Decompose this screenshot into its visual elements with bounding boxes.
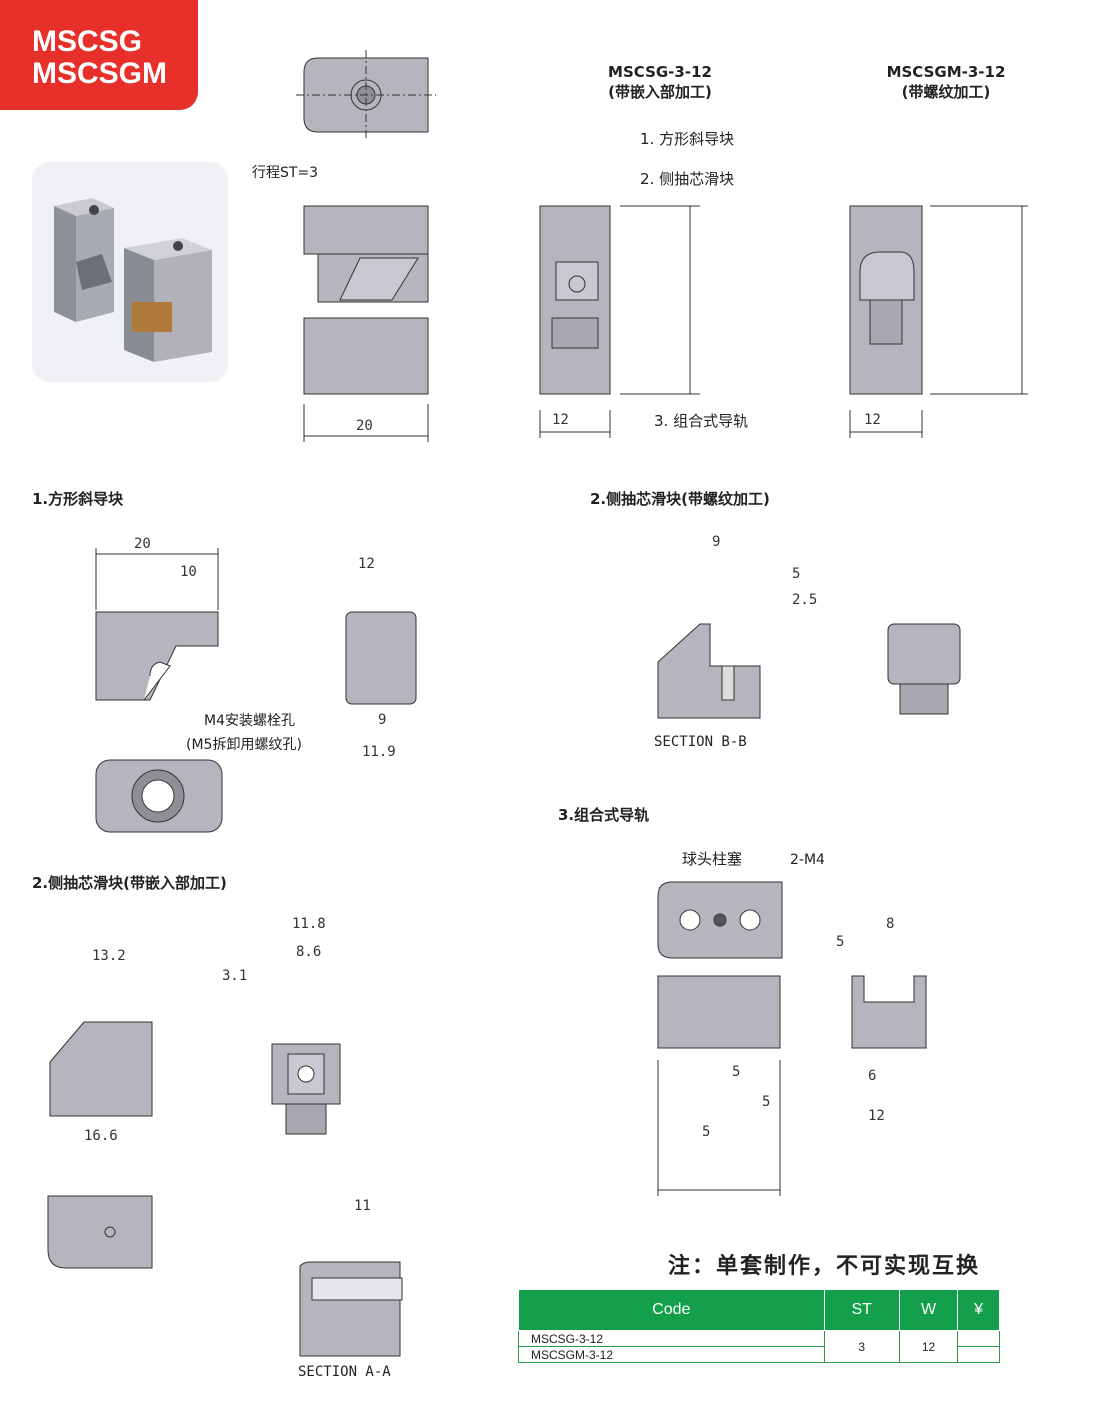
svg-text:12: 12 bbox=[552, 412, 569, 428]
table-cell-st: 3 bbox=[823, 1330, 900, 1363]
svg-text:5: 5 bbox=[792, 566, 800, 582]
m4-hole-label: M4安装螺栓孔 bbox=[204, 713, 295, 729]
svg-text:3.1: 3.1 bbox=[222, 968, 247, 984]
table-cell-code: MSCSGM-3-12 bbox=[518, 1346, 825, 1363]
m4-thread-label: 2-M4 bbox=[790, 852, 825, 868]
table-cell-price bbox=[957, 1346, 1000, 1363]
svg-text:12: 12 bbox=[868, 1108, 885, 1124]
svg-text:5: 5 bbox=[762, 1094, 770, 1110]
table-header-w: W bbox=[898, 1289, 959, 1331]
slider-insert-front bbox=[49, 1021, 153, 1117]
slider-thread-side bbox=[887, 623, 961, 685]
mscsgm-note: (带螺纹加工) bbox=[901, 83, 991, 101]
svg-text:11.8: 11.8 bbox=[292, 916, 326, 932]
table-cell-price bbox=[957, 1330, 1000, 1347]
svg-text:11: 11 bbox=[354, 1198, 371, 1214]
slider-insert-section bbox=[299, 1261, 401, 1357]
stroke-label: 行程ST=3 bbox=[252, 165, 319, 181]
svg-text:12: 12 bbox=[864, 412, 881, 428]
callout-guide-rail: 3. 组合式导轨 bbox=[654, 412, 749, 430]
badge-line-1: MSCSG bbox=[32, 25, 143, 58]
section-title-guide-block: 1.方形斜导块 bbox=[32, 490, 124, 508]
ball-plunger-label: 球头柱塞 bbox=[682, 850, 743, 868]
table-header-st: ST bbox=[823, 1289, 900, 1331]
svg-text:20: 20 bbox=[134, 536, 151, 552]
mscsg-header: MSCSG-3-12 (带嵌入部加工) bbox=[580, 62, 740, 102]
section-title-slider-insert: 2.侧抽芯滑块(带嵌入部加工) bbox=[32, 874, 227, 892]
product-badge: MSCSG MSCSGM bbox=[0, 0, 198, 110]
table-header-row: Code ST W ¥ bbox=[518, 1289, 1000, 1331]
section-bb-label: SECTION B-B bbox=[654, 734, 747, 750]
assembly-front-upper bbox=[303, 205, 429, 255]
spec-table: Code ST W ¥ MSCSG-3-12 3 12 MSCSGM-3-12 bbox=[518, 1289, 1000, 1363]
slider-thread-section bbox=[657, 623, 761, 719]
svg-text:16.6: 16.6 bbox=[84, 1128, 118, 1144]
note-text: 注：单套制作，不可实现互换 bbox=[668, 1254, 981, 1279]
svg-text:11.9: 11.9 bbox=[362, 744, 396, 760]
table-row: MSCSG-3-12 3 12 bbox=[518, 1330, 1000, 1363]
m5-hole-label: (M5拆卸用螺纹孔) bbox=[186, 737, 302, 753]
guide-rail-side bbox=[851, 975, 927, 1049]
table-row: MSCSGM-3-12 bbox=[518, 1346, 1000, 1363]
svg-text:9: 9 bbox=[378, 712, 386, 728]
mscsg-code: MSCSG-3-12 bbox=[608, 63, 712, 81]
table-header-price: ¥ bbox=[957, 1289, 1000, 1331]
callout-slider: 2. 侧抽芯滑块 bbox=[640, 170, 735, 188]
badge-line-2: MSCSGM bbox=[32, 57, 167, 90]
svg-text:5: 5 bbox=[702, 1124, 710, 1140]
table-cell-w: 12 bbox=[898, 1330, 959, 1363]
product-photo bbox=[32, 162, 228, 382]
guide-rail-front bbox=[657, 975, 781, 1049]
svg-text:8: 8 bbox=[886, 916, 894, 932]
section-aa-label: SECTION A-A bbox=[298, 1364, 391, 1380]
assembly-front-lower bbox=[303, 317, 429, 395]
table-header-code: Code bbox=[518, 1289, 825, 1331]
mscsg-note: (带嵌入部加工) bbox=[608, 83, 712, 101]
svg-text:10: 10 bbox=[180, 564, 197, 580]
svg-text:2.5: 2.5 bbox=[792, 592, 817, 608]
svg-text:12: 12 bbox=[358, 556, 375, 572]
svg-text:5: 5 bbox=[732, 1064, 740, 1080]
slider-insert-top bbox=[47, 1195, 153, 1269]
section-title-guide-rail: 3.组合式导轨 bbox=[558, 806, 650, 824]
table-cell-code: MSCSG-3-12 bbox=[518, 1330, 825, 1347]
mscsgm-code: MSCSGM-3-12 bbox=[886, 63, 1006, 81]
mscsgm-header: MSCSGM-3-12 (带螺纹加工) bbox=[866, 62, 1026, 102]
callout-guide-block: 1. 方形斜导块 bbox=[640, 130, 735, 148]
svg-text:8.6: 8.6 bbox=[296, 944, 321, 960]
svg-text:5: 5 bbox=[836, 934, 844, 950]
guide-block-front bbox=[95, 611, 219, 701]
svg-text:13.2: 13.2 bbox=[92, 948, 126, 964]
svg-text:6: 6 bbox=[868, 1068, 876, 1084]
guide-block-side bbox=[345, 611, 417, 705]
svg-text:20: 20 bbox=[356, 418, 373, 434]
svg-text:9: 9 bbox=[712, 534, 720, 550]
section-title-slider-thread: 2.侧抽芯滑块(带螺纹加工) bbox=[590, 490, 770, 508]
